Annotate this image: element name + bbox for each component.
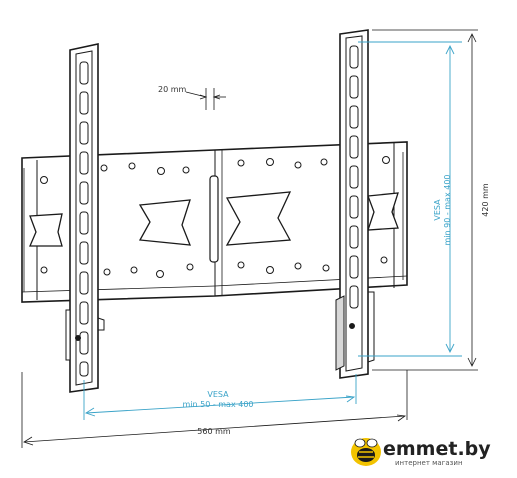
logo-tagline: интернет магазин xyxy=(395,459,463,467)
height-dimension-label: 420 mm xyxy=(481,183,490,217)
height-dimension xyxy=(372,29,478,371)
plate-holes xyxy=(40,156,390,278)
plate-cutouts xyxy=(29,191,399,247)
vesa-vertical-guide xyxy=(358,41,462,357)
wall-plate xyxy=(21,141,408,303)
logo-name: emmet.by xyxy=(383,438,491,460)
vesa-horizontal-guide xyxy=(83,374,357,420)
width-dimension-label: 560 mm xyxy=(197,427,231,436)
right-bracket-arm xyxy=(335,29,375,379)
bee-icon xyxy=(351,438,381,466)
vesa-vertical-title: VESA xyxy=(433,199,442,221)
left-bracket-arm xyxy=(65,43,105,393)
width-dimension xyxy=(21,370,408,448)
vesa-horizontal-range: min 50 - max 400 xyxy=(182,400,253,409)
vesa-vertical-range: min 90 - max 400 xyxy=(443,174,452,245)
gap-dimension xyxy=(185,88,226,110)
vesa-horizontal-title: VESA xyxy=(207,390,229,399)
emmet-logo: emmet.by интернет магазин xyxy=(351,438,491,467)
gap-dimension-label: 20 mm xyxy=(158,85,187,94)
